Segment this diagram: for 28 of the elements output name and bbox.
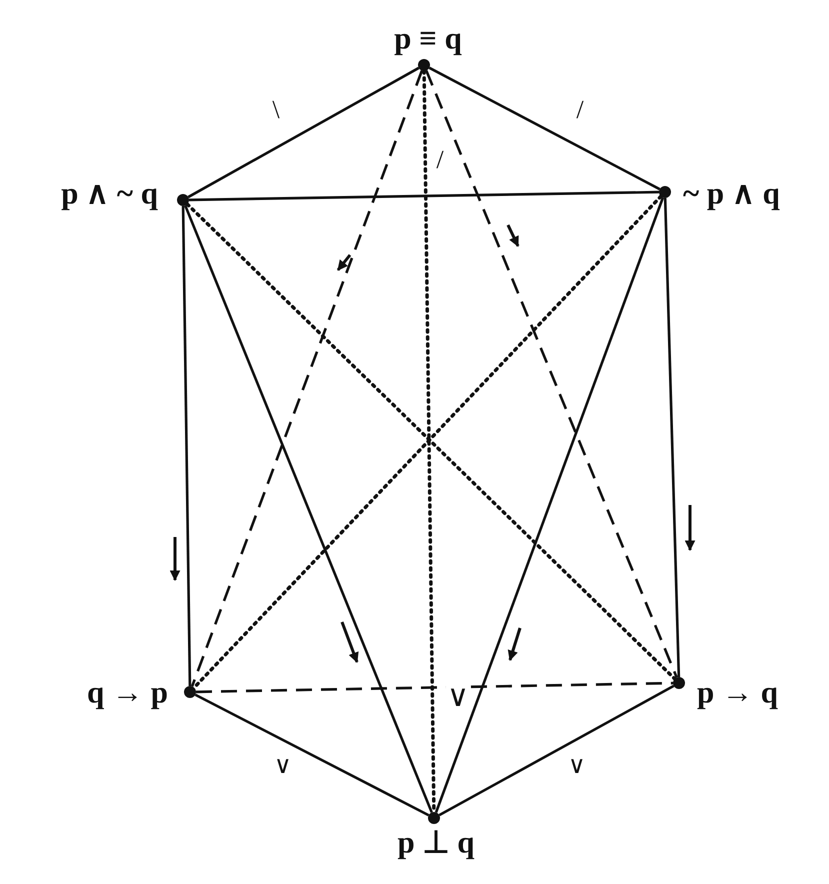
vertex-label: ~ p ∧ q xyxy=(683,178,780,208)
operator-mark: ∨ xyxy=(273,754,293,778)
vertex-dot xyxy=(177,194,189,206)
vertex-label: p ⊥ q xyxy=(398,826,474,858)
vertex-dot xyxy=(184,686,196,698)
vertex-dot xyxy=(428,812,440,824)
vertex-dot xyxy=(418,59,430,71)
vertex-label: q → p xyxy=(87,676,168,708)
connector-line xyxy=(664,198,680,678)
vertex-dot xyxy=(659,186,671,198)
connector-line xyxy=(196,682,674,694)
connector-line xyxy=(194,694,430,816)
connector-line xyxy=(188,190,660,202)
operator-mark: ∨ xyxy=(567,754,587,778)
vertex-label: p → q xyxy=(697,676,778,708)
connector-line xyxy=(190,70,424,687)
connector-line xyxy=(438,684,674,816)
vertex-label: p ≡ q xyxy=(394,22,462,54)
operator-mark: / xyxy=(435,147,445,173)
vertex-label: p ∧ ~ q xyxy=(61,178,158,208)
vertex-dot xyxy=(673,677,685,689)
connector-line xyxy=(184,205,433,813)
connector-line xyxy=(188,66,420,198)
connector-line xyxy=(428,66,660,190)
operator-mark: \ xyxy=(271,97,281,123)
connector-line xyxy=(434,197,664,813)
connector-line xyxy=(182,206,192,686)
operator-mark: / xyxy=(575,97,585,123)
